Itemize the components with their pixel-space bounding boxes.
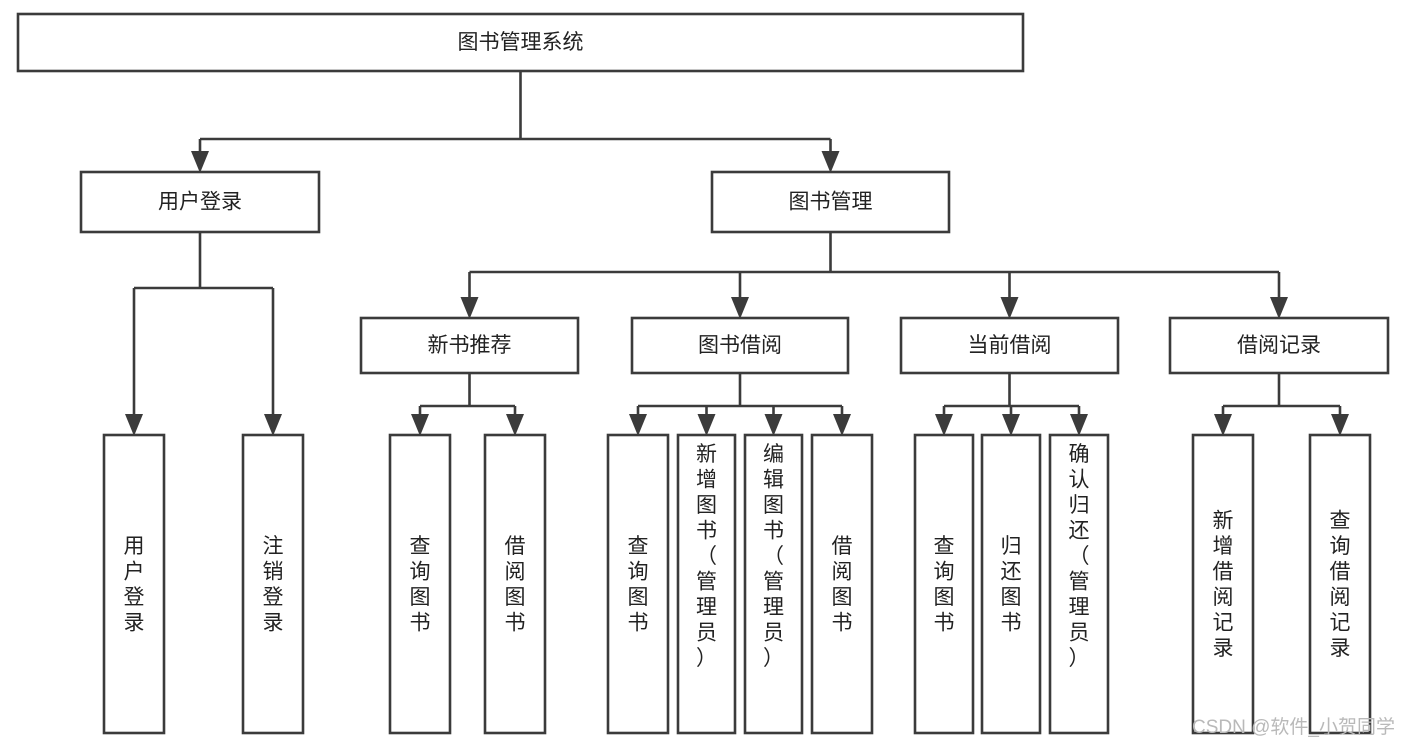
arrow-head-icon-new-book-recommend (460, 297, 479, 319)
node-user-login[interactable]: 用户登录 (79, 170, 321, 234)
node-box-leaf-return-book[interactable] (980, 433, 1042, 735)
node-box-leaf-borrow-book-1[interactable] (483, 433, 547, 735)
node-label-borrow-record: 借阅记录 (1237, 334, 1321, 357)
arrow-head-icon-leaf-return-book (1002, 414, 1020, 436)
node-new-book-recommend[interactable]: 新书推荐 (359, 316, 580, 375)
node-label-new-book-recommend: 新书推荐 (428, 334, 512, 357)
node-box-leaf-add-book-admin[interactable] (676, 433, 737, 735)
node-label-leaf-confirm-return-admin: 确认归还（管理员） (1069, 443, 1090, 670)
node-box-leaf-query-borrow-record[interactable] (1308, 433, 1372, 735)
node-label-leaf-borrow-book-2: 借阅图书 (832, 535, 853, 635)
node-label-leaf-borrow-book-1: 借阅图书 (505, 535, 526, 635)
node-leaf-query-book-3[interactable]: 查询图书 (913, 433, 975, 735)
node-leaf-confirm-return-admin[interactable]: 确认归还（管理员） (1048, 433, 1110, 735)
node-leaf-query-book-2[interactable]: 查询图书 (606, 433, 670, 735)
node-box-leaf-query-book-3[interactable] (913, 433, 975, 735)
node-box-new-book-recommend[interactable] (359, 316, 580, 375)
node-root[interactable]: 图书管理系统 (16, 12, 1025, 73)
node-box-user-login[interactable] (79, 170, 321, 234)
node-leaf-add-book-admin[interactable]: 新增图书（管理员） (676, 433, 737, 735)
node-box-leaf-add-borrow-record[interactable] (1191, 433, 1255, 735)
arrow-head-icon-borrow-record (1270, 297, 1288, 319)
node-leaf-add-borrow-record[interactable]: 新增借阅记录 (1191, 433, 1255, 735)
node-label-book-management: 图书管理 (789, 191, 873, 214)
node-boxes-layer: 图书管理系统用户登录图书管理新书推荐图书借阅当前借阅借阅记录用户登录注销登录查询… (16, 12, 1390, 735)
node-label-leaf-query-book-2: 查询图书 (628, 535, 649, 635)
arrow-head-icon-leaf-add-borrow-record (1214, 414, 1232, 436)
node-box-root[interactable] (16, 12, 1025, 73)
node-leaf-logout-login[interactable]: 注销登录 (241, 433, 305, 735)
arrow-head-icon-book-borrow (731, 297, 749, 319)
node-leaf-user-login[interactable]: 用户登录 (102, 433, 166, 735)
node-book-borrow[interactable]: 图书借阅 (630, 316, 850, 375)
node-leaf-return-book[interactable]: 归还图书 (980, 433, 1042, 735)
node-leaf-borrow-book-1[interactable]: 借阅图书 (483, 433, 547, 735)
node-box-leaf-borrow-book-2[interactable] (810, 433, 874, 735)
node-leaf-borrow-book-2[interactable]: 借阅图书 (810, 433, 874, 735)
node-box-current-borrow[interactable] (899, 316, 1120, 375)
node-box-leaf-logout-login[interactable] (241, 433, 305, 735)
node-leaf-query-borrow-record[interactable]: 查询借阅记录 (1308, 433, 1372, 735)
node-leaf-query-book-1[interactable]: 查询图书 (388, 433, 452, 735)
node-box-leaf-edit-book-admin[interactable] (743, 433, 804, 735)
node-label-leaf-logout-login: 注销登录 (263, 535, 284, 635)
node-label-leaf-add-book-admin: 新增图书（管理员） (696, 443, 717, 670)
arrow-head-icon-leaf-query-book-2 (629, 414, 647, 436)
arrow-head-icon-leaf-user-login (125, 414, 143, 436)
node-borrow-record[interactable]: 借阅记录 (1168, 316, 1390, 375)
node-label-leaf-return-book: 归还图书 (1001, 535, 1022, 635)
arrow-head-icon-leaf-query-book-3 (935, 414, 953, 436)
node-box-leaf-user-login[interactable] (102, 433, 166, 735)
connector-lines-layer (125, 71, 1349, 436)
node-box-leaf-query-book-2[interactable] (606, 433, 670, 735)
arrow-head-icon-leaf-logout-login (264, 414, 282, 436)
arrow-head-icon-user-login (191, 151, 209, 173)
node-label-root: 图书管理系统 (458, 31, 584, 54)
node-label-leaf-query-book-3: 查询图书 (934, 535, 955, 635)
node-box-borrow-record[interactable] (1168, 316, 1390, 375)
node-label-user-login: 用户登录 (158, 191, 242, 214)
node-box-book-management[interactable] (710, 170, 951, 234)
node-box-leaf-query-book-1[interactable] (388, 433, 452, 735)
node-book-management[interactable]: 图书管理 (710, 170, 951, 234)
arrow-head-icon-leaf-edit-book-admin (764, 414, 783, 436)
arrow-head-icon-leaf-add-book-admin (697, 414, 716, 436)
node-label-leaf-query-book-1: 查询图书 (410, 535, 431, 635)
node-label-leaf-user-login: 用户登录 (124, 535, 145, 635)
arrow-head-icon-leaf-query-borrow-record (1331, 414, 1349, 436)
arrow-head-icon-current-borrow (1000, 297, 1019, 319)
arrow-head-icon-book-management (821, 151, 840, 173)
node-label-leaf-add-borrow-record: 新增借阅记录 (1213, 510, 1234, 661)
node-box-book-borrow[interactable] (630, 316, 850, 375)
node-label-current-borrow: 当前借阅 (968, 334, 1052, 357)
node-current-borrow[interactable]: 当前借阅 (899, 316, 1120, 375)
watermark-label: CSDN @软件_小贺同学 (1192, 716, 1395, 738)
arrow-head-icon-leaf-borrow-book-1 (506, 414, 524, 436)
arrow-head-icon-leaf-borrow-book-2 (833, 414, 851, 436)
arrow-head-icon-leaf-query-book-1 (411, 414, 429, 436)
arrow-head-icon-leaf-confirm-return-admin (1070, 414, 1088, 436)
node-label-leaf-query-borrow-record: 查询借阅记录 (1330, 510, 1351, 661)
node-box-leaf-confirm-return-admin[interactable] (1048, 433, 1110, 735)
node-leaf-edit-book-admin[interactable]: 编辑图书（管理员） (743, 433, 804, 735)
node-label-book-borrow: 图书借阅 (698, 334, 782, 357)
node-label-leaf-edit-book-admin: 编辑图书（管理员） (763, 443, 784, 670)
